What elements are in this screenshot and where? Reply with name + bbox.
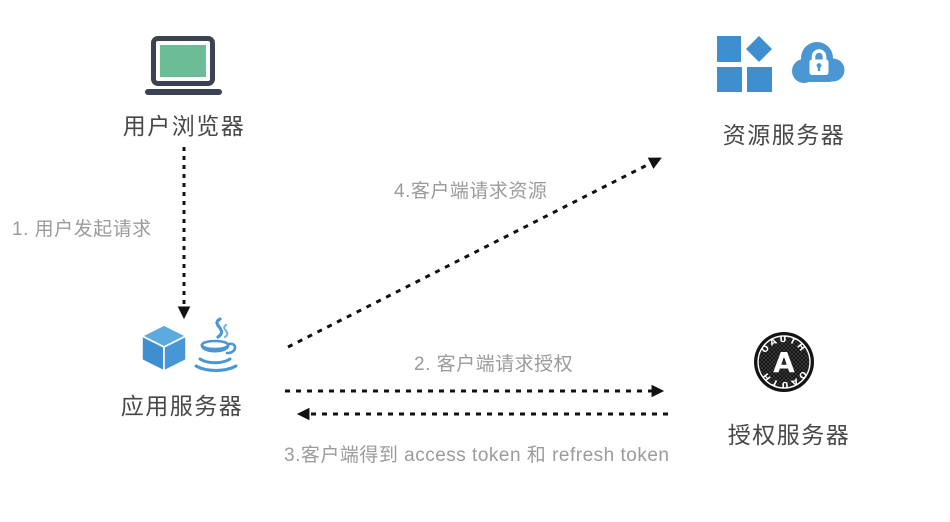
edge-label-step2: 2. 客户端请求授权 (414, 354, 574, 375)
edge-label-step1: 1. 用户发起请求 (12, 219, 152, 240)
cloud-lock-icon (792, 42, 845, 83)
node-label-auth-server: 授权服务器 (727, 422, 851, 448)
edge-label-step3: 3.客户端得到 access token 和 refresh token (284, 445, 670, 466)
node-label-user-browser: 用户浏览器 (122, 113, 246, 139)
node-label-app-server: 应用服务器 (120, 393, 244, 419)
cube-icon (141, 324, 187, 372)
node-label-resource-server: 资源服务器 (722, 122, 846, 148)
java-icon (194, 317, 238, 372)
oauth-badge-letter: A (773, 346, 795, 379)
app-grid-icon (717, 36, 772, 92)
oauth-badge-icon: OAUTH OAUTH A (754, 332, 814, 392)
edge-label-step4: 4.客户端请求资源 (394, 181, 548, 202)
